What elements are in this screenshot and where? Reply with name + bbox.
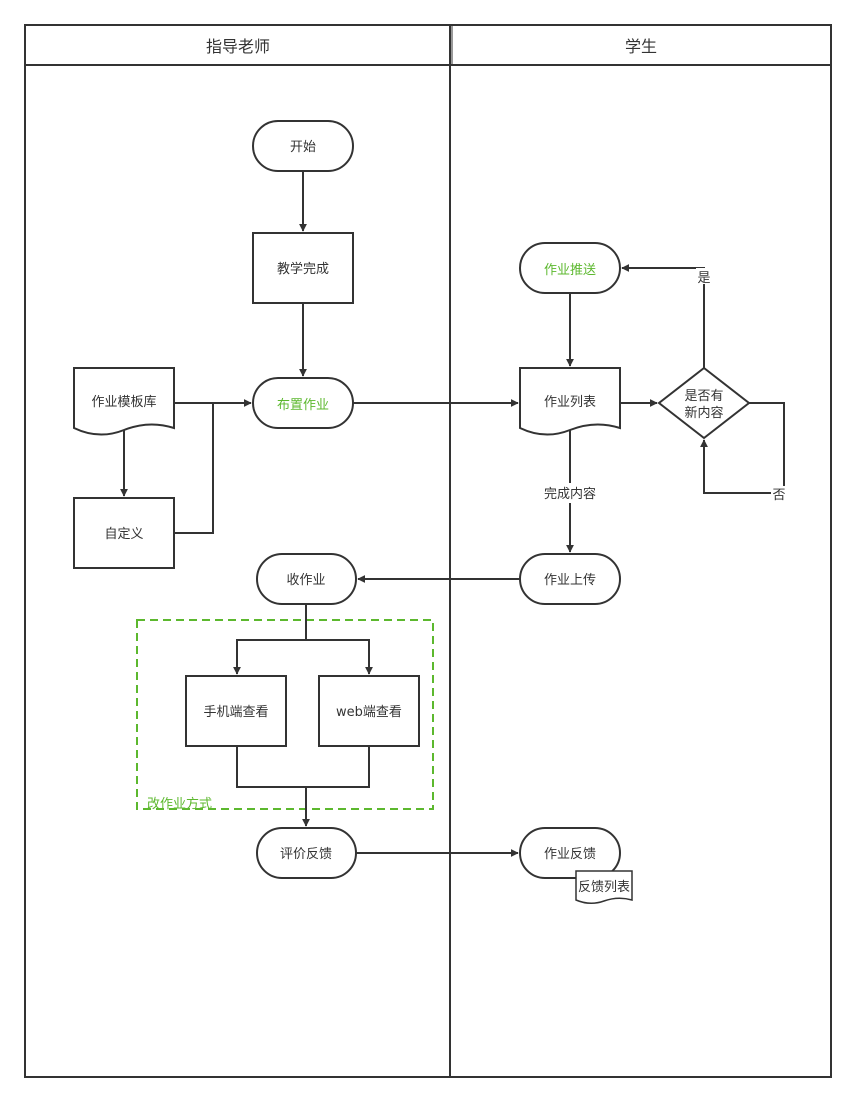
node-evaluate-feedback[interactable]: 评价反馈 xyxy=(256,827,357,879)
node-decision-label-line2: 新内容 xyxy=(684,405,723,421)
node-homework-feedback-label: 作业反馈 xyxy=(544,847,596,862)
node-web-view-label: web端查看 xyxy=(336,704,402,720)
edge-decision-yes-to-push xyxy=(621,264,705,368)
pool-border xyxy=(24,24,832,1078)
node-homework-upload-label: 作业上传 xyxy=(544,573,596,588)
edge-collect-to-web xyxy=(306,639,373,675)
node-start-label: 开始 xyxy=(290,140,316,155)
node-start[interactable]: 开始 xyxy=(252,120,354,172)
node-new-content-decision[interactable]: 是否有 新内容 xyxy=(657,366,751,440)
grading-method-group xyxy=(136,619,434,810)
grading-method-label: 改作业方式 xyxy=(147,796,212,812)
node-feedback-list[interactable]: 反馈列表 xyxy=(575,870,633,904)
node-template-library-label: 作业模板库 xyxy=(91,394,156,410)
node-feedback-list-label: 反馈列表 xyxy=(578,880,630,895)
edge-collect-to-mobile xyxy=(233,604,307,675)
node-homework-list[interactable]: 作业列表 xyxy=(519,367,621,436)
edge-custom-to-assign xyxy=(174,403,214,534)
node-teaching-done-label: 教学完成 xyxy=(277,261,329,277)
lane-header-teacher: 指导老师 xyxy=(206,37,270,56)
lane-header-student: 学生 xyxy=(625,37,657,56)
no-label-bg xyxy=(771,486,787,502)
node-assign-homework-label: 布置作业 xyxy=(277,398,329,413)
node-decision-label-line1: 是否有 xyxy=(684,389,723,404)
node-homework-feedback[interactable]: 作业反馈 xyxy=(519,827,621,879)
edge-label-complete: 完成内容 xyxy=(544,486,596,502)
node-custom[interactable]: 自定义 xyxy=(73,497,175,569)
node-mobile-view-label: 手机端查看 xyxy=(203,704,268,720)
node-evaluate-feedback-label: 评价反馈 xyxy=(280,847,332,862)
node-collect-homework-label: 收作业 xyxy=(286,573,325,588)
node-homework-list-label: 作业列表 xyxy=(544,395,596,410)
node-homework-upload[interactable]: 作业上传 xyxy=(519,553,621,605)
node-web-view[interactable]: web端查看 xyxy=(318,675,420,747)
node-collect-homework[interactable]: 收作业 xyxy=(256,553,357,605)
node-teaching-done[interactable]: 教学完成 xyxy=(252,232,354,304)
node-homework-push-label: 作业推送 xyxy=(544,263,596,278)
complete-label-bg xyxy=(540,484,600,502)
node-homework-push[interactable]: 作业推送 xyxy=(519,242,621,294)
edge-label-no: 否 xyxy=(772,488,785,503)
edge-views-merge xyxy=(236,746,370,788)
yes-label-bg xyxy=(696,268,712,284)
node-custom-label: 自定义 xyxy=(104,527,143,542)
edge-label-yes: 是 xyxy=(697,271,710,286)
node-template-library[interactable]: 作业模板库 xyxy=(73,367,175,436)
node-mobile-view[interactable]: 手机端查看 xyxy=(185,675,287,747)
node-assign-homework[interactable]: 布置作业 xyxy=(252,377,354,429)
